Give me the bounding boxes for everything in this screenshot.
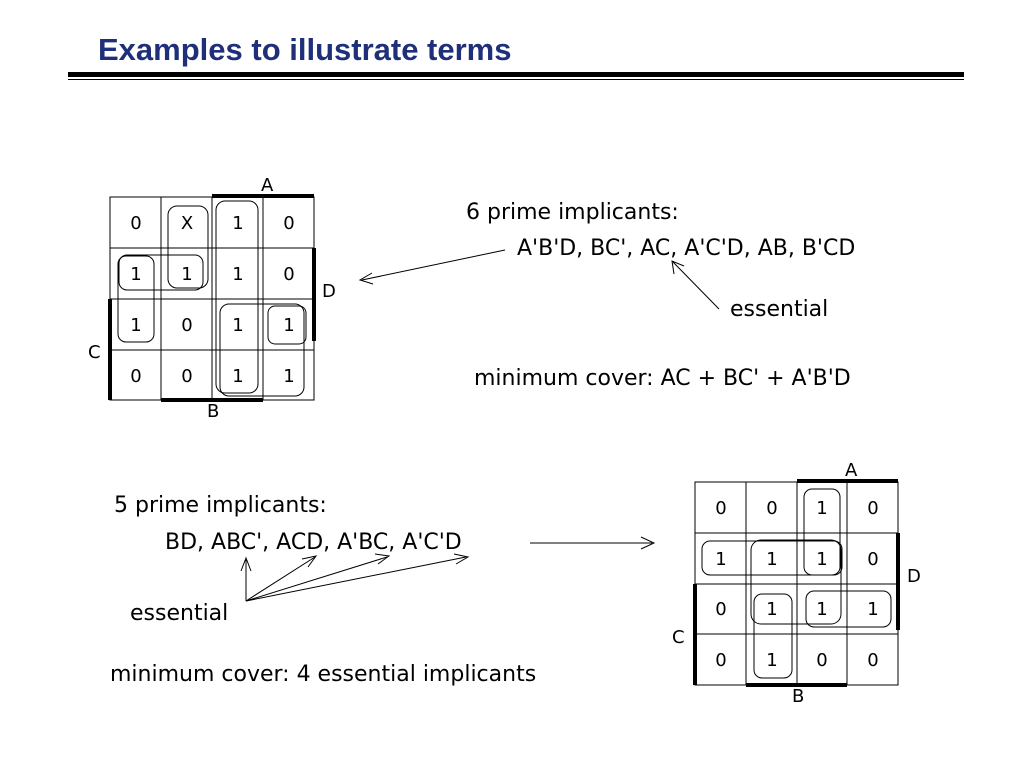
kmap-var-labels: A D C B [88, 175, 336, 422]
label-b: B [792, 686, 804, 707]
kmap-cell: 1 [816, 498, 827, 519]
title-rule-thick [68, 72, 964, 77]
loop-ac [215, 200, 259, 394]
kmap-cell: 0 [715, 599, 726, 620]
loop-a-prime-bc [753, 593, 793, 679]
loop-acd [805, 590, 892, 628]
kmap-cell: 0 [130, 213, 141, 234]
kmap-cell: 1 [766, 650, 777, 671]
example1-essential-label: essential [730, 297, 829, 322]
label-c: C [672, 627, 685, 648]
kmap-grid [694, 481, 899, 686]
example1-heading: 6 prime implicants: [466, 200, 679, 225]
essential-arrow-a-prime-bc [245, 556, 467, 602]
loop-a-prime-c-prime-d [701, 540, 843, 576]
example1-minimum-cover: minimum cover: AC + BC' + A'B'D [474, 366, 851, 391]
kmap-cell: 0 [181, 366, 192, 387]
label-d: D [322, 281, 336, 302]
kmap-cell: 0 [867, 650, 878, 671]
kmap-cell: 0 [816, 650, 827, 671]
kmap-cells: 0 X 1 0 1 1 1 0 1 0 1 1 0 0 1 1 [130, 213, 294, 387]
kmap-cell: 1 [715, 549, 726, 570]
example2-heading: 5 prime implicants: [114, 493, 327, 518]
essential-arrow-acd [245, 556, 388, 602]
kmap-cell: 0 [867, 498, 878, 519]
kmap-var-labels: A D C B [672, 460, 921, 707]
example2-essential-label: essential [130, 601, 229, 626]
kmap-cell: 0 [715, 650, 726, 671]
arrow-essential-pointer [672, 261, 720, 310]
kmap-cell: 0 [130, 366, 141, 387]
arrow-implicants-to-kmap [361, 249, 506, 281]
kmap-cell: 1 [766, 549, 777, 570]
loop-bc-prime [118, 254, 204, 291]
kmap-cell: X [181, 213, 193, 234]
loop-b-prime-cd [267, 305, 307, 345]
example1-implicants: A'B'D, BC', AC, A'C'D, AB, B'CD [517, 236, 856, 261]
kmap-cell: 0 [283, 264, 294, 285]
example2-implicants: BD, ABC', ACD, A'BC, A'C'D [165, 530, 462, 555]
label-a: A [261, 175, 274, 196]
kmap-cell: 1 [283, 366, 294, 387]
kmap-cell: 1 [232, 366, 243, 387]
kmap-variable-bars [108, 194, 316, 402]
kmap-cell: 1 [181, 264, 192, 285]
kmap-cell: 0 [715, 498, 726, 519]
loop-a-prime-c-prime-d [167, 205, 209, 289]
kmap-cells: 0 0 1 0 1 1 1 0 0 1 1 1 0 1 0 0 [715, 498, 878, 671]
kmap-cell: 0 [181, 315, 192, 336]
kmap-cell: 1 [816, 549, 827, 570]
kmap-cell: 1 [232, 315, 243, 336]
example2-arrows [240, 536, 656, 602]
kmap-cell: 1 [283, 315, 294, 336]
kmap-cell: 1 [867, 599, 878, 620]
kmap-cell: 1 [130, 315, 141, 336]
label-a: A [845, 460, 858, 481]
prime-implicant-loops [701, 488, 892, 679]
prime-implicant-loops [117, 200, 307, 397]
example1-arrows [358, 249, 720, 310]
title-rule-thin [68, 79, 964, 80]
label-d: D [907, 566, 921, 587]
essential-arrow-abc-prime [245, 556, 316, 602]
kmap-cell: 1 [766, 599, 777, 620]
kmap-cell: 1 [816, 599, 827, 620]
label-c: C [88, 342, 101, 363]
loop-a-prime-b-prime-d [117, 255, 155, 343]
kmap-cell: 1 [232, 264, 243, 285]
kmap-variable-bars [693, 479, 900, 687]
loop-ab [219, 303, 305, 397]
slide-title: Examples to illustrate terms [98, 32, 512, 67]
kmap-cell: 0 [283, 213, 294, 234]
kmap-cell: 0 [867, 549, 878, 570]
loop-bd [750, 539, 842, 625]
label-b: B [207, 401, 219, 422]
kmap-cell: 1 [232, 213, 243, 234]
kmap-cell: 1 [130, 264, 141, 285]
loop-abc-prime [803, 488, 841, 576]
example2-minimum-cover: minimum cover: 4 essential implicants [110, 662, 537, 687]
kmap-cell: 0 [766, 498, 777, 519]
